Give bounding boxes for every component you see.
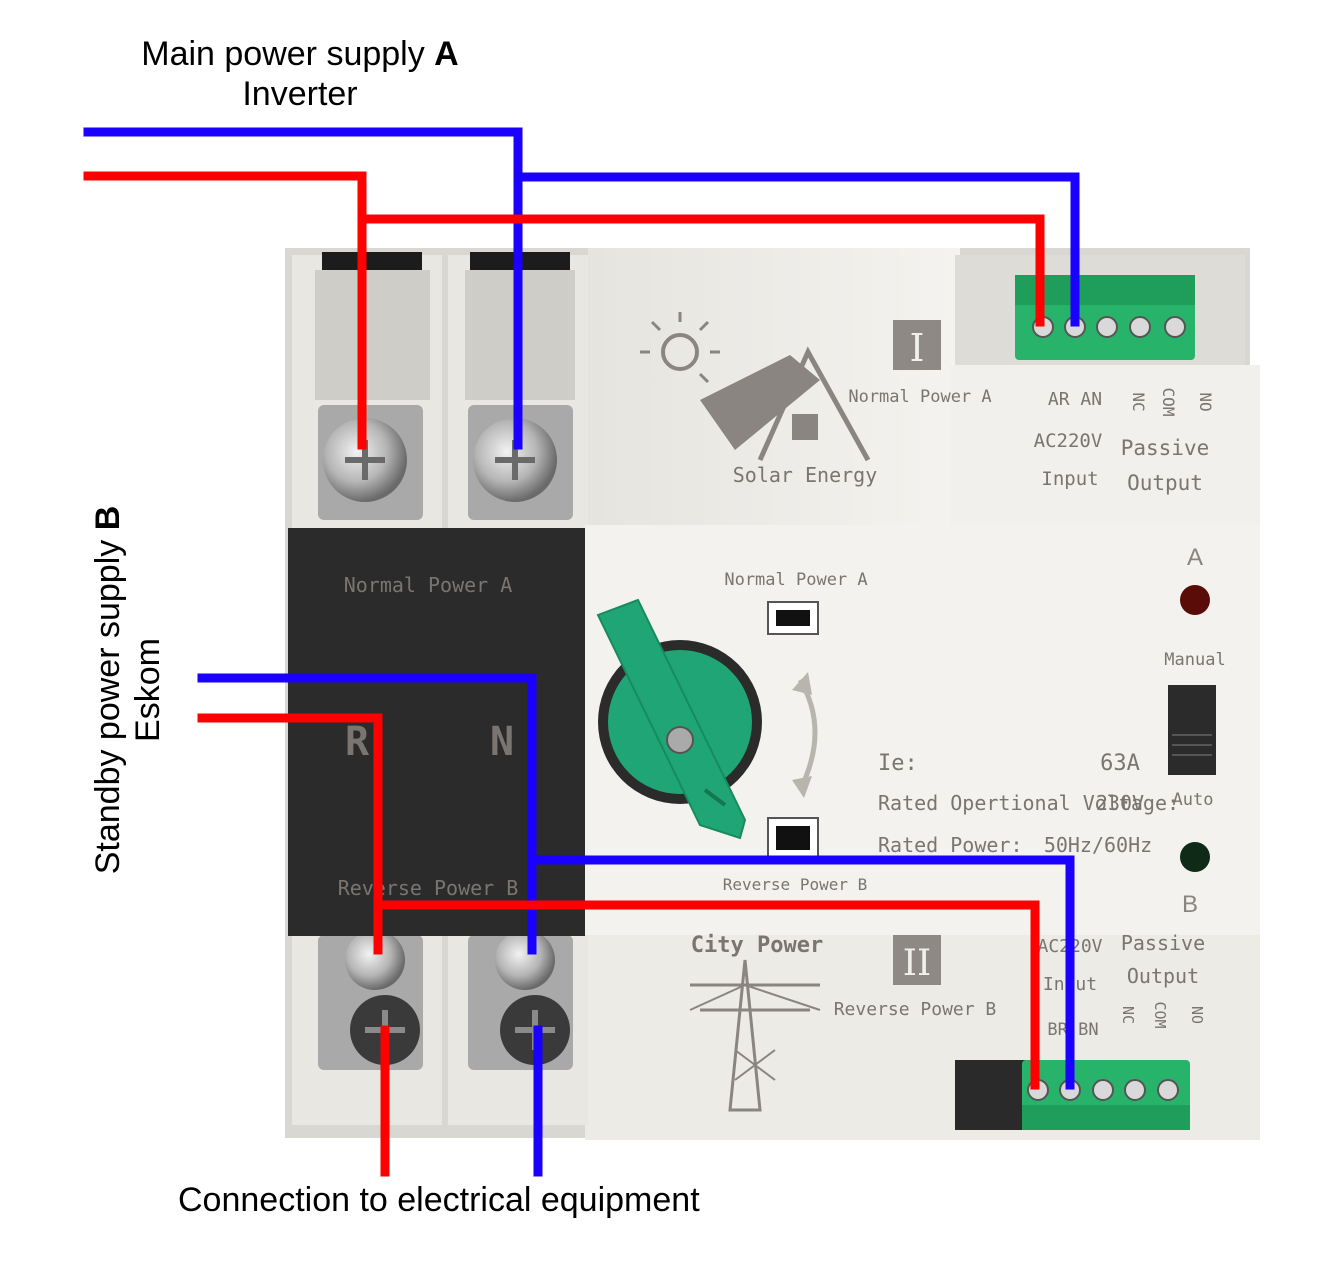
- power-label: Rated Power:: [878, 833, 1023, 857]
- lower-passive: Passive: [1121, 931, 1205, 955]
- lower-output: Output: [1127, 964, 1199, 988]
- upper-roman: I: [909, 326, 924, 370]
- upper-output: Output: [1127, 471, 1203, 495]
- wire-a-live: [83, 171, 367, 450]
- block-label-reverse: Reverse Power B: [338, 876, 519, 900]
- led-b-indicator: [1180, 842, 1210, 872]
- block-label-r: R: [345, 719, 370, 765]
- upper-nc: NC: [1129, 392, 1148, 411]
- wire-a-neutral-signal: [513, 172, 1080, 327]
- led-a-label: A: [1187, 544, 1203, 571]
- main-supply-caption: Main power supply A Inverter: [0, 34, 600, 114]
- middle-panel: Normal Power A Reverse Power B Ie: 63A R…: [723, 544, 1226, 918]
- solar-logo-text: Solar Energy: [733, 463, 878, 487]
- wire-b-live: [197, 713, 383, 955]
- wire-a-live-signal: [357, 214, 1045, 327]
- manual-auto-switch[interactable]: [1168, 685, 1216, 775]
- breaker-front-block: Normal Power A R N Reverse Power B: [288, 528, 585, 936]
- upper-com: COM: [1159, 388, 1178, 417]
- wire-b-neutral-signal: [527, 855, 1075, 1090]
- lower-terminal-block: [1022, 1060, 1190, 1130]
- wire-a-neutral: [83, 127, 523, 450]
- window-label-reverse: Reverse Power B: [723, 875, 868, 894]
- transfer-knob[interactable]: [596, 598, 762, 840]
- ie-value: 63A: [1100, 751, 1140, 776]
- ie-label: Ie:: [878, 751, 918, 776]
- lower-source-label: Reverse Power B: [834, 999, 997, 1020]
- lower-terminal-screws: [318, 930, 573, 1070]
- upper-source-label: Normal Power A: [848, 387, 991, 407]
- upper-panel-labels: I Normal Power A AR AN AC220V Input Pass…: [848, 320, 1215, 495]
- wires: [83, 127, 1080, 1177]
- solar-energy-logo: Solar Energy: [640, 312, 877, 487]
- upper-input: Input: [1041, 468, 1098, 490]
- window-label-normal: Normal Power A: [724, 570, 867, 590]
- city-logo-text: City Power: [691, 933, 823, 958]
- led-a-indicator: [1180, 585, 1210, 615]
- manual-label: Manual: [1164, 650, 1225, 670]
- power-value: 50Hz/60Hz: [1044, 833, 1152, 857]
- voltage-label: Rated Opertional Voltage:: [878, 791, 1179, 815]
- lower-no: NO: [1188, 1006, 1206, 1024]
- output-connection-caption: Connection to electrical equipment: [178, 1181, 700, 1219]
- lower-roman: II: [903, 943, 931, 984]
- auto-label: Auto: [1173, 790, 1214, 810]
- lower-nc: NC: [1119, 1006, 1137, 1024]
- upper-no: NO: [1196, 392, 1215, 411]
- block-label-normal: Normal Power A: [344, 573, 513, 597]
- voltage-value: 230V: [1096, 791, 1144, 815]
- led-b-label: B: [1182, 891, 1198, 918]
- main-supply-subtitle: Inverter: [242, 75, 358, 113]
- block-label-n: N: [490, 719, 514, 765]
- upper-terminal-block: [1015, 275, 1195, 360]
- main-supply-title: Main power supply A: [141, 35, 459, 73]
- upper-terminal-screws: [318, 405, 573, 520]
- city-power-logo: City Power: [689, 933, 823, 1112]
- wire-b-live-signal: [373, 900, 1040, 1090]
- upper-terminal-pair: AR AN: [1048, 389, 1102, 410]
- lower-com: COM: [1151, 1001, 1169, 1028]
- upper-passive: Passive: [1121, 436, 1210, 460]
- upper-voltage: AC220V: [1034, 430, 1103, 452]
